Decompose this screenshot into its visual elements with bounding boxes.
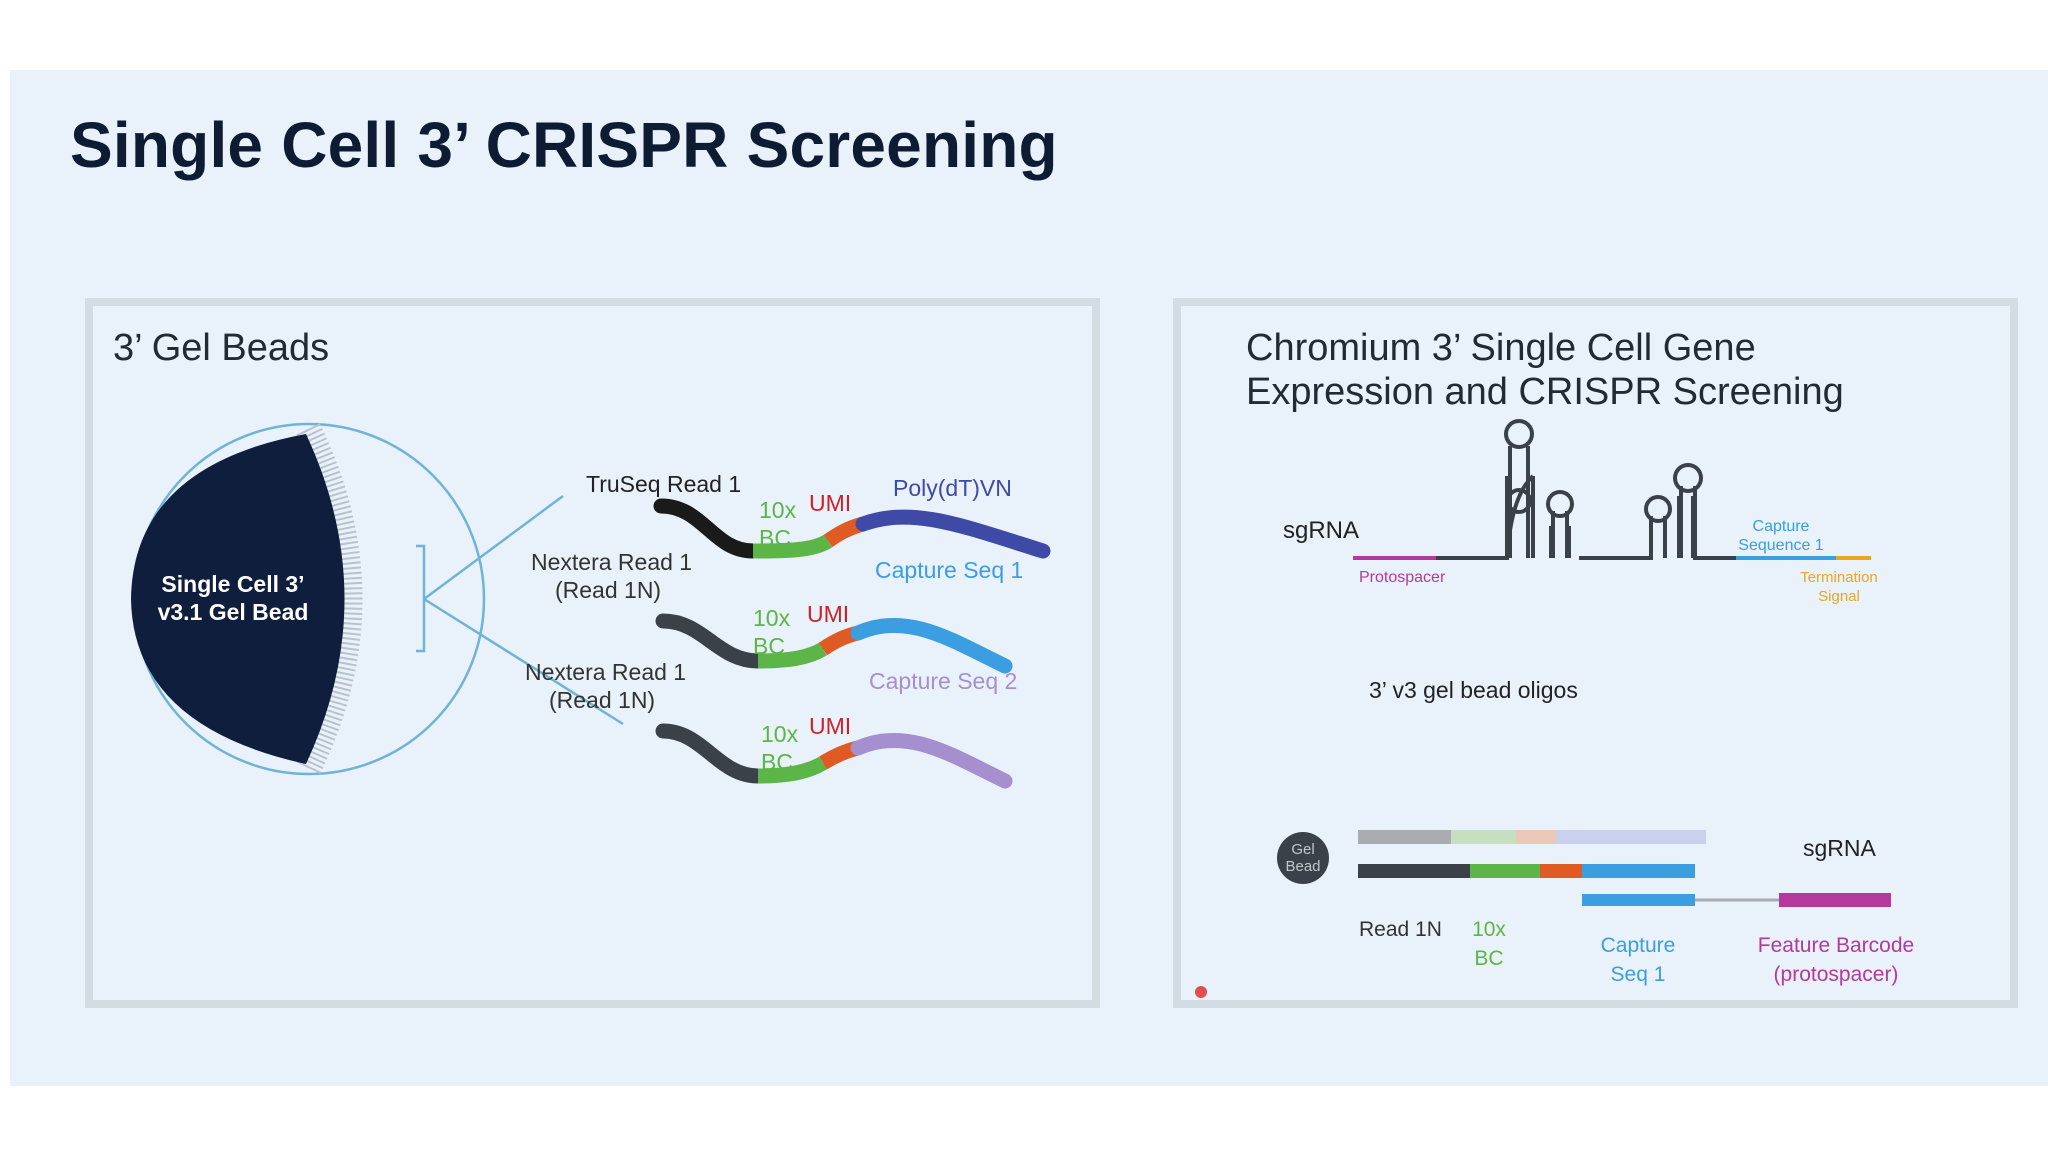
- nextera-read-label-line2: (Read 1N): [549, 687, 655, 713]
- hairpin-stem: [1679, 486, 1697, 558]
- nextera-read-segment: [655, 723, 766, 784]
- hairpin-loop: [1673, 463, 1703, 493]
- slide-title: Single Cell 3’ CRISPR Screening: [70, 109, 1058, 181]
- heading-line1: Chromium 3’ Single Cell Gene: [1246, 327, 1756, 369]
- capture-label-line2: Seq 1: [1611, 963, 1666, 986]
- capture-sequence-label-line2: Sequence 1: [1738, 537, 1824, 554]
- gel-bead-label-line1: Single Cell 3’: [161, 571, 304, 597]
- feature-barcode-label-line2: (protospacer): [1774, 963, 1899, 986]
- capture-sequence-label-line1: Capture: [1753, 518, 1810, 535]
- hairpin-stem: [1649, 516, 1667, 558]
- gel-bead-circle: [1277, 832, 1329, 884]
- hairpin-loop: [1644, 495, 1672, 523]
- bc-label-line2: BC: [761, 749, 793, 775]
- gel-bead-label-line2: v3.1 Gel Bead: [158, 599, 309, 625]
- nextera-read-segment: [655, 613, 766, 669]
- nextera-read-label-line2: (Read 1N): [555, 577, 661, 603]
- feature-barcode-label-line1: Feature Barcode: [1758, 934, 1914, 957]
- sgrna-diagram: sgRNA Protospacer Capture Sequence 1 Ter…: [1195, 419, 1914, 998]
- oligo-capture-seq-1: Nextera Read 1 (Read 1N) 10x BC UMI Capt…: [531, 549, 1023, 674]
- sgrna-label: sgRNA: [1283, 517, 1359, 544]
- faded-read-segment: [1358, 830, 1451, 844]
- zoom-line-bottom: [423, 597, 624, 726]
- hairpin-bulge: [1506, 488, 1532, 514]
- capture-seq-2-segment: [850, 732, 1013, 789]
- sgrna-backbone: [1436, 474, 1736, 560]
- heading-line2: Expression and CRISPR Screening: [1246, 371, 1844, 413]
- termination-label-line2: Signal: [1818, 588, 1860, 605]
- faded-umi-segment: [1516, 830, 1556, 844]
- bc-label-line2: BC: [753, 633, 785, 659]
- faded-bc-segment: [1451, 830, 1516, 844]
- bc-label-line1: 10x: [753, 605, 791, 631]
- faded-polydt-segment: [1556, 830, 1706, 844]
- bc-label-line1: 10x: [759, 497, 797, 523]
- protospacer-label: Protospacer: [1359, 569, 1446, 586]
- zoom-line-top: [423, 494, 564, 601]
- umi-segment: [1540, 864, 1582, 878]
- umi-label: UMI: [809, 490, 851, 516]
- slide: Single Cell 3’ CRISPR Screening 3’ Gel B…: [10, 70, 2048, 1086]
- polydt-label: Poly(dT)VN: [893, 475, 1012, 501]
- bc-segment: [757, 756, 827, 784]
- termination-label-line1: Termination: [1800, 569, 1878, 586]
- capture-seq-2-label: Capture Seq 2: [869, 668, 1017, 694]
- bc-segment: [757, 642, 827, 669]
- truseq-read-segment: [653, 498, 761, 559]
- umi-label: UMI: [807, 601, 849, 627]
- bc-label-line2: BC: [759, 525, 791, 551]
- gel-bead-core: [131, 434, 345, 764]
- bc-segment: [1470, 864, 1540, 878]
- sgrna-bottom-label: sgRNA: [1803, 835, 1877, 861]
- read1n-segment: [1358, 864, 1470, 878]
- hairpin-loop: [1504, 419, 1534, 449]
- gel-bead-diagram: Single Cell 3’ v3.1 Gel Bead TruSeq Read…: [131, 422, 1051, 789]
- hairpin-stem: [1551, 511, 1569, 558]
- bc-label-line1: 10x: [761, 721, 799, 747]
- pointer-dot: [1195, 986, 1207, 998]
- sgrna-capture-segment: [1582, 894, 1695, 906]
- nextera-read-label-line1: Nextera Read 1: [531, 549, 692, 575]
- bc-label-line2: BC: [1474, 947, 1503, 970]
- capture-seq-1-segment: [850, 617, 1013, 674]
- truseq-read-label: TruSeq Read 1: [586, 471, 741, 497]
- gel-bead-label-line1: Gel: [1291, 841, 1314, 858]
- bc-label-line1: 10x: [1472, 918, 1506, 941]
- nextera-read-label-line1: Nextera Read 1: [525, 659, 686, 685]
- capture-seq-1-label: Capture Seq 1: [875, 557, 1023, 583]
- gel-beads-heading: 3’ Gel Beads: [113, 327, 330, 369]
- bc-segment: [752, 534, 833, 559]
- capture-seq-segment: [1582, 864, 1695, 878]
- gel-bead-label-line2: Bead: [1285, 858, 1320, 875]
- oligo-capture-seq-2: Nextera Read 1 (Read 1N) 10x BC UMI Capt…: [525, 659, 1017, 789]
- hairpin-loop: [1546, 490, 1574, 518]
- read1n-label: Read 1N: [1359, 918, 1442, 941]
- polydt-segment: [855, 509, 1051, 559]
- feature-barcode-segment: [1779, 893, 1891, 907]
- gel-beads-panel: 3’ Gel Beads Single Cell 3’ v3.1 Gel Bea…: [85, 298, 1100, 1008]
- zoom-bracket: [416, 544, 426, 653]
- gel-bead-shell: [296, 423, 363, 775]
- oligos-title: 3’ v3 gel bead oligos: [1369, 677, 1578, 703]
- capture-label-line1: Capture: [1601, 934, 1676, 957]
- umi-label: UMI: [809, 713, 851, 739]
- oligo-truseq: TruSeq Read 1 10x BC UMI Poly(dT)VN: [586, 471, 1051, 559]
